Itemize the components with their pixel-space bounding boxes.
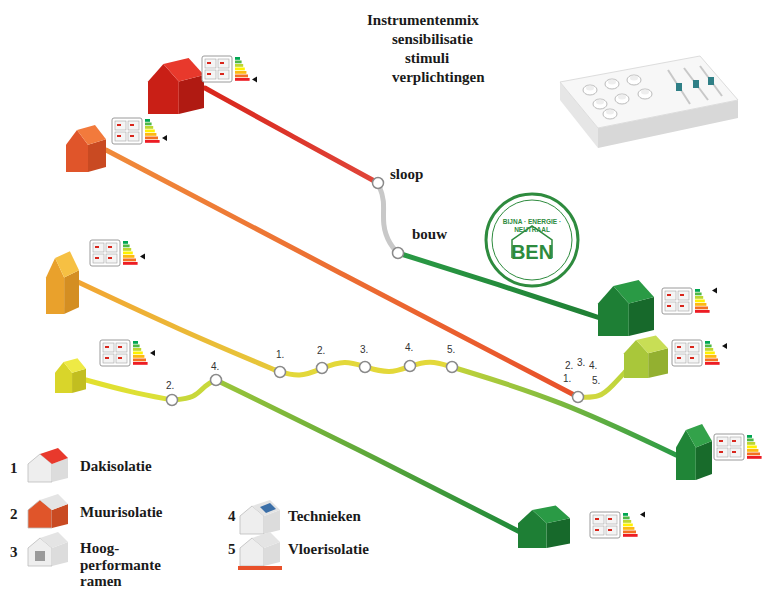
callout-number: 5 bbox=[228, 541, 236, 558]
demolish-path bbox=[205, 88, 378, 183]
instrument-text: stimuli bbox=[405, 50, 449, 67]
step-marker bbox=[373, 178, 384, 189]
step-marker bbox=[405, 361, 416, 372]
renovation-path bbox=[78, 282, 275, 370]
step-number: 3. bbox=[360, 345, 368, 355]
step-number: 4. bbox=[211, 362, 219, 372]
energy-label-icon bbox=[714, 433, 764, 460]
legend-text: Muurisolatie bbox=[80, 504, 163, 521]
measure-icon bbox=[28, 494, 68, 528]
step-number: 5. bbox=[447, 345, 455, 355]
step-number: 2. bbox=[166, 381, 174, 391]
house bbox=[55, 358, 86, 393]
label-seal: BIJNA · ENERGIE · NEUTRAAL BEN bbox=[484, 192, 580, 288]
rebuild-path bbox=[378, 183, 398, 253]
energy-label-icon bbox=[590, 511, 645, 538]
house bbox=[66, 125, 106, 172]
house bbox=[676, 424, 712, 480]
step-number: 4. bbox=[405, 343, 413, 353]
measure-icon bbox=[28, 532, 68, 566]
seal-title: BEN bbox=[511, 242, 553, 262]
step-number: 4. bbox=[589, 361, 597, 371]
renovation-path bbox=[86, 380, 172, 400]
measure-icon bbox=[28, 448, 68, 482]
renovation-path bbox=[452, 367, 676, 455]
instrument-text: sensibilisatie bbox=[392, 31, 473, 48]
house bbox=[46, 251, 79, 314]
callout-number: 1 bbox=[10, 460, 18, 477]
house bbox=[624, 335, 668, 378]
measure-icon bbox=[238, 532, 282, 570]
energy-label-icon bbox=[202, 56, 257, 82]
step-number: 1. bbox=[563, 374, 571, 384]
house bbox=[518, 505, 570, 548]
instrument-mixer bbox=[560, 56, 738, 148]
step-label: sloop bbox=[390, 166, 423, 183]
step-number: 3. bbox=[577, 358, 585, 368]
step-label: bouw bbox=[412, 226, 447, 243]
step-marker bbox=[447, 362, 458, 373]
legend-text: Technieken bbox=[288, 508, 361, 525]
seal-ring-text: BIJNA · ENERGIE · NEUTRAAL bbox=[501, 218, 563, 233]
step-marker bbox=[275, 367, 286, 378]
energy-label-icon bbox=[112, 118, 167, 144]
energy-label-icon bbox=[662, 287, 717, 314]
step-marker bbox=[317, 363, 328, 374]
callout-number: 4 bbox=[228, 508, 236, 525]
renovation-path bbox=[275, 362, 452, 375]
step-marker bbox=[393, 248, 404, 259]
step-number: 1. bbox=[276, 350, 284, 360]
callout-number: 2 bbox=[10, 506, 18, 523]
house bbox=[148, 58, 204, 114]
step-marker bbox=[360, 362, 371, 373]
house bbox=[598, 280, 654, 336]
renovation-path bbox=[578, 370, 627, 397]
callout-number: 3 bbox=[10, 544, 18, 561]
energy-label-icon bbox=[90, 240, 145, 266]
renovation-path bbox=[106, 150, 578, 397]
step-number: 5. bbox=[592, 376, 600, 386]
step-marker bbox=[573, 392, 584, 403]
step-number: 2. bbox=[317, 346, 325, 356]
instrument-text: Instrumentenmix bbox=[367, 12, 479, 29]
step-marker bbox=[167, 395, 178, 406]
renovation-path bbox=[172, 380, 216, 400]
energy-label-icon bbox=[100, 340, 155, 366]
legend-text: Dakisolatie bbox=[80, 458, 152, 475]
legend-text: Hoog- performante ramen bbox=[80, 540, 166, 590]
measure-icon bbox=[240, 500, 280, 534]
step-number: 2. bbox=[565, 361, 573, 371]
step-marker bbox=[211, 375, 222, 386]
seal-outline bbox=[484, 192, 580, 288]
legend-text: Vloerisolatie bbox=[288, 541, 369, 558]
renovation-path bbox=[216, 380, 520, 532]
instrument-text: verplichtingen bbox=[392, 69, 485, 86]
energy-label-icon bbox=[672, 340, 727, 366]
